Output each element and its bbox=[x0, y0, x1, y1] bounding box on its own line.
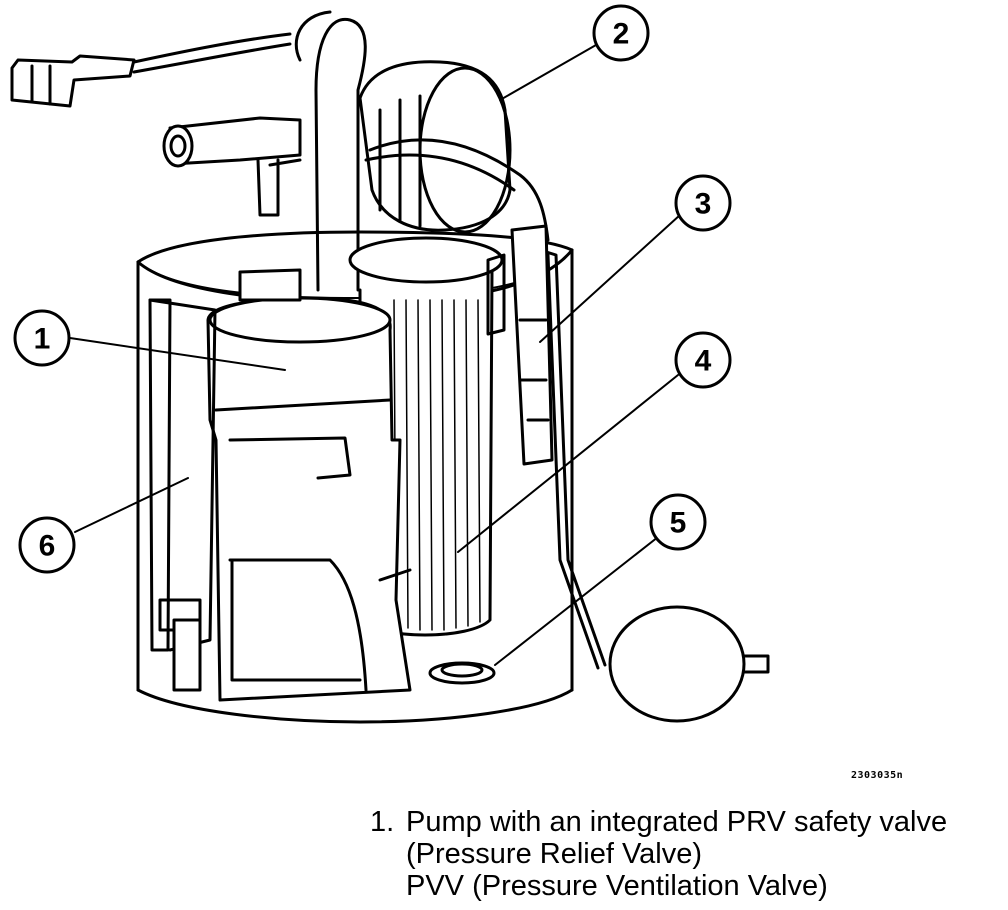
leader-line-6 bbox=[74, 477, 189, 533]
level-sender-tube bbox=[148, 298, 217, 692]
leader-line-4 bbox=[457, 374, 679, 553]
callout-label-6: 6 bbox=[39, 530, 56, 563]
callout-label-3: 3 bbox=[695, 188, 712, 221]
leader-line-3 bbox=[539, 214, 681, 343]
electrical-connector bbox=[10, 32, 292, 108]
callout-circle-6 bbox=[18, 516, 76, 574]
callout-label-4: 4 bbox=[695, 345, 712, 378]
callout-label-5: 5 bbox=[670, 507, 687, 540]
callout-label-2: 2 bbox=[613, 18, 630, 51]
callout-label-1: 1 bbox=[34, 323, 51, 356]
leader-line-2 bbox=[499, 44, 597, 101]
fuel-level-float bbox=[538, 248, 770, 723]
callout-circle-4 bbox=[674, 331, 732, 389]
figure-reference-code: 2303035n bbox=[851, 770, 904, 781]
callout-circle-1 bbox=[13, 309, 71, 367]
fuel-pump bbox=[206, 268, 412, 702]
legend-item-number: 1. bbox=[370, 806, 395, 838]
legend-item-line-2: (Pressure Relief Valve) bbox=[406, 838, 703, 870]
return-pipe bbox=[294, 10, 367, 292]
legend-item-1: 1. Pump with an integrated PRV safety va… bbox=[370, 806, 1000, 838]
leader-line-1 bbox=[69, 337, 286, 371]
legend-item-line-1: Pump with an integrated PRV safety valve bbox=[406, 806, 948, 838]
leader-line-5 bbox=[494, 536, 659, 666]
legend-item-line-3: PVV (Pressure Ventilation Valve) bbox=[406, 870, 828, 902]
level-sensor bbox=[486, 224, 554, 466]
fuel-outlet-hose bbox=[162, 116, 302, 217]
pressure-regulator bbox=[358, 60, 550, 242]
callout-circle-5 bbox=[649, 493, 707, 551]
legend: 1. Pump with an integrated PRV safety va… bbox=[370, 806, 1000, 902]
callout-circle-3 bbox=[674, 174, 732, 232]
callout-circle-2 bbox=[592, 4, 650, 62]
check-valve bbox=[428, 661, 496, 685]
